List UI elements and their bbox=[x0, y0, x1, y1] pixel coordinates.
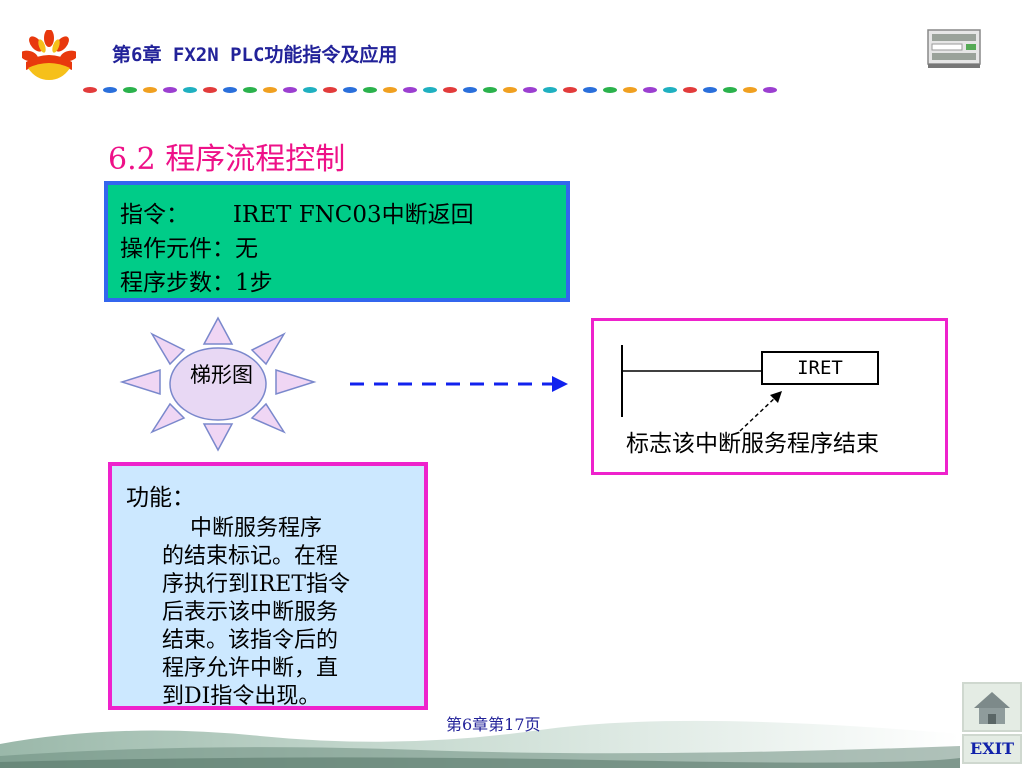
home-button[interactable] bbox=[962, 682, 1022, 732]
instruction-info-box: 指令： IRET FNC03中断返回 操作元件：无 程序步数：1步 bbox=[104, 181, 570, 302]
function-title: 功能： bbox=[126, 485, 195, 511]
function-text-line: 到DI指令出现。 bbox=[162, 684, 321, 709]
function-text-line: 程序允许中断，直 bbox=[162, 656, 339, 681]
home-icon bbox=[974, 692, 1010, 724]
petrochina-sun-logo bbox=[22, 30, 76, 80]
chapter-title: 第6章 FX2N PLC功能指令及应用 bbox=[112, 44, 398, 66]
function-text-line: 的结束标记。在程 bbox=[162, 544, 339, 569]
function-text-line: 序执行到IRET指令 bbox=[162, 572, 350, 597]
plc-device-icon bbox=[927, 29, 981, 68]
operand-line: 操作元件：无 bbox=[120, 236, 258, 262]
page-number: 第6章第17页 bbox=[446, 715, 541, 734]
dashed-arrow bbox=[350, 376, 568, 392]
instruction-line: 指令： IRET FNC03中断返回 bbox=[120, 202, 474, 228]
sun-star-shape bbox=[119, 316, 317, 452]
function-text-line: 结束。该指令后的 bbox=[162, 628, 339, 653]
program-steps-line: 程序步数：1步 bbox=[120, 270, 273, 296]
function-description-box: 功能： 中断服务程序 的结束标记。在程 序执行到IRET指令 后表示该中断服务 … bbox=[108, 462, 428, 710]
function-text-line: 中断服务程序 bbox=[162, 516, 322, 541]
function-text-line: 后表示该中断服务 bbox=[162, 600, 339, 625]
section-title: 6.2 程序流程控制 bbox=[108, 142, 346, 177]
ladder-diagram-label: 梯形图 bbox=[190, 363, 253, 387]
ladder-diagram-lines bbox=[621, 345, 782, 432]
exit-button[interactable]: EXIT bbox=[962, 734, 1022, 764]
iret-instruction-box: IRET bbox=[761, 351, 879, 385]
decorative-dot-line bbox=[83, 87, 777, 93]
ladder-caption: 标志该中断服务程序结束 bbox=[626, 431, 879, 457]
ladder-diagram-box: IRET 标志该中断服务程序结束 bbox=[591, 318, 948, 475]
footer-landscape-decoration bbox=[0, 720, 960, 768]
